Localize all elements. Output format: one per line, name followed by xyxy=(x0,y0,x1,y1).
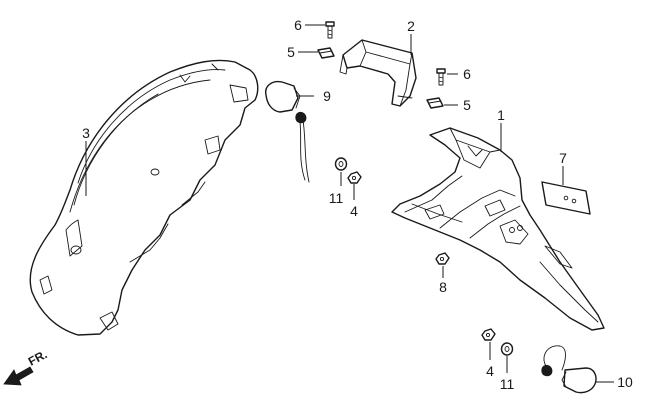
leader-lines xyxy=(85,24,614,383)
callout-10: 9 xyxy=(323,88,331,104)
callout-labels: 3 6 5 2 6 5 9 1 7 11 4 8 4 11 10 xyxy=(82,17,633,392)
callout-3: 3 xyxy=(82,125,90,141)
rear-fender-bracket-part xyxy=(391,127,605,331)
license-plate-reflector-part xyxy=(541,181,591,215)
battery-case-bracket-part xyxy=(339,39,417,107)
callout-4-lower: 4 xyxy=(486,363,494,379)
nut-part-mid xyxy=(435,252,450,265)
callout-6-right: 6 xyxy=(463,66,471,82)
nut-part-lower xyxy=(481,328,496,341)
front-direction-indicator: FR. xyxy=(3,347,50,386)
callout-5-right: 5 xyxy=(463,97,471,113)
front-direction-arrow-icon xyxy=(3,366,34,386)
callout-6-top: 6 xyxy=(294,17,302,33)
screw-part-top xyxy=(325,21,335,39)
callout-11-upper: 11 xyxy=(329,190,344,206)
callout-4-upper: 4 xyxy=(350,203,358,219)
washer-part-upper xyxy=(334,157,348,171)
callout-2: 2 xyxy=(407,18,415,34)
callout-7: 7 xyxy=(559,150,567,166)
rear-inner-fender-part xyxy=(29,59,259,336)
clip-nut-part-top xyxy=(317,47,335,59)
callout-1: 1 xyxy=(497,107,505,123)
clip-nut-part-right xyxy=(426,97,444,109)
nut-part-upper xyxy=(347,171,362,184)
screw-part-right xyxy=(436,68,446,86)
turn-signal-upper-part xyxy=(265,80,310,183)
front-direction-label: FR. xyxy=(26,347,50,368)
callout-11-lower: 11 xyxy=(500,376,515,392)
turn-signal-lower-part xyxy=(541,345,597,394)
washer-part-lower xyxy=(500,342,514,356)
callout-9: 10 xyxy=(617,374,633,390)
callout-8: 8 xyxy=(439,279,447,295)
callout-5-top: 5 xyxy=(287,44,295,60)
